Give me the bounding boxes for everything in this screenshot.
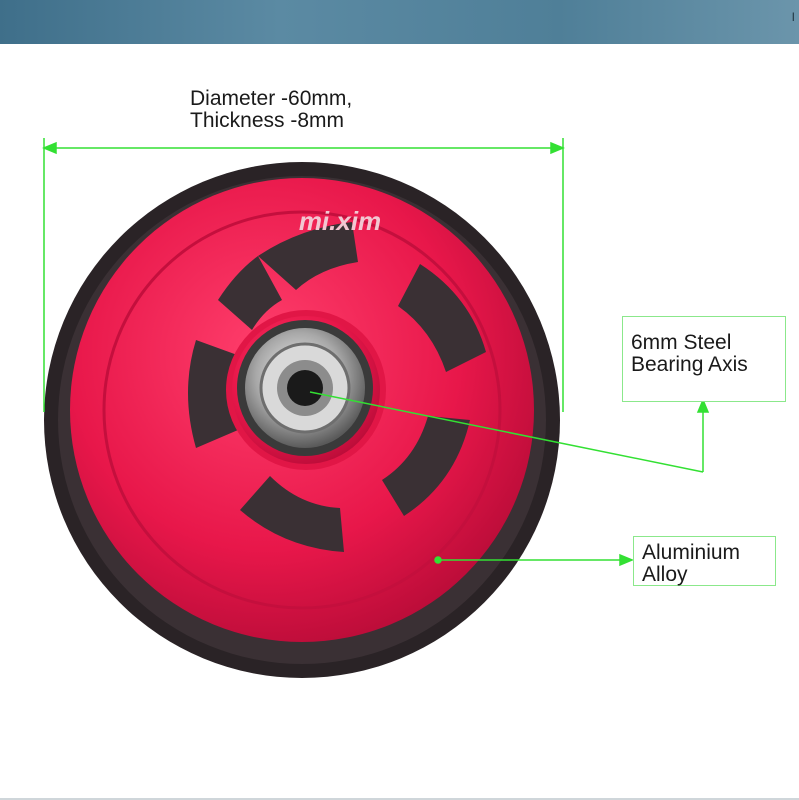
dimension-label-line2: Thickness -8mm [190,109,345,132]
bottom-divider [0,798,799,800]
alloy-callout-line2: Alloy [642,563,688,586]
bearing-callout-line1: 6mm Steel [631,331,732,354]
bearing-axis-hole [287,370,323,406]
bearing-callout-line2: Bearing Axis [631,353,748,376]
alloy-callout-text: Aluminium Alloy [642,542,740,586]
alloy-callout-line1: Aluminium [642,541,741,564]
rim-inner-edge [102,210,502,610]
dimension-annotation [42,138,565,412]
dimension-label-line1: Diameter -60mm, [190,87,353,110]
bearing-callout-box: 6mm Steel Bearing Axis [622,316,786,402]
alloy-leader-line [434,553,634,567]
bearing-callout-text: 6mm Steel Bearing Axis [631,332,748,376]
bearing-leader-line [309,391,710,473]
alloy-callout-box: Aluminium Alloy [633,536,776,586]
top-band-mark: I [791,10,795,24]
brand-logo: mi.xim [299,206,381,236]
top-banner-strip: I [0,0,799,44]
dimension-label: Diameter -60mm, Thickness -8mm [190,88,352,132]
